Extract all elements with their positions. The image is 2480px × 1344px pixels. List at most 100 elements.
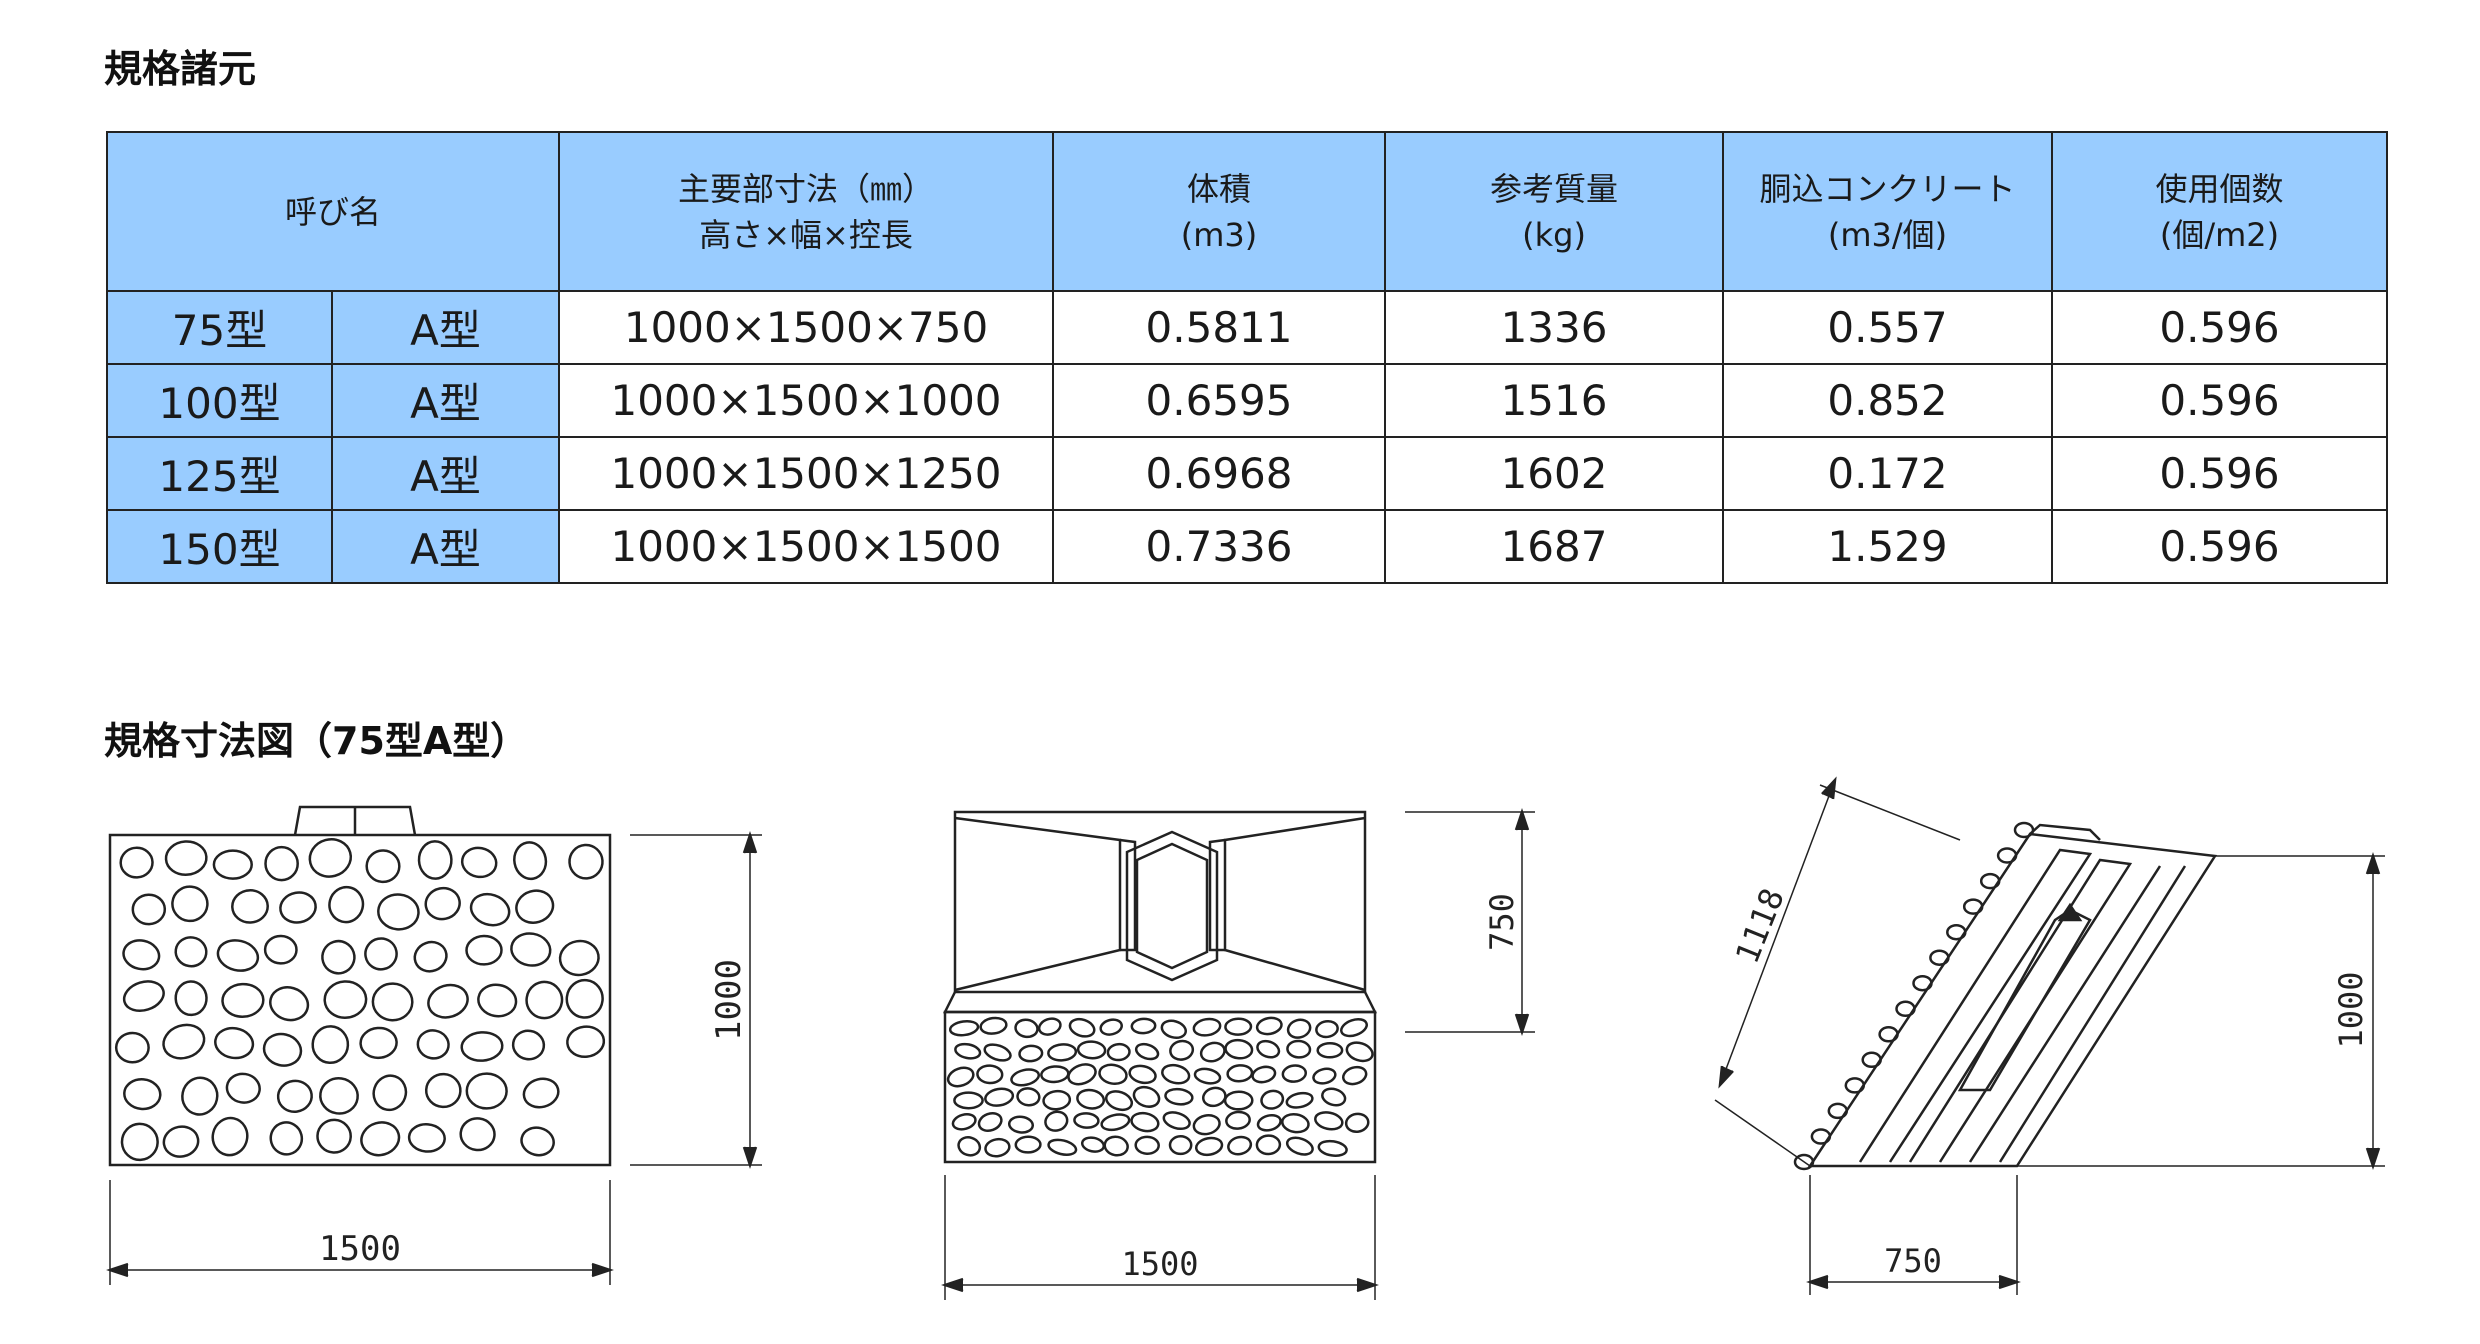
cell-dims: 1000×1500×1000	[558, 363, 1055, 438]
side-channel	[1957, 908, 2092, 1092]
stone-bump	[1827, 1102, 1849, 1120]
stone	[1345, 1041, 1374, 1063]
stone	[174, 980, 208, 1017]
stone-bump	[1912, 974, 1933, 992]
header-concrete: 胴込コンクリート (m3/個)	[1722, 131, 2054, 292]
spec-heading: 規格諸元	[104, 47, 257, 91]
stone	[231, 889, 269, 924]
stone	[262, 1032, 303, 1067]
stone	[1099, 1018, 1123, 1036]
stone	[1281, 1064, 1308, 1083]
cell-type: A型	[330, 436, 561, 511]
header-mass: 参考質量 (kg)	[1384, 131, 1725, 292]
top-stones	[946, 1016, 1374, 1158]
stone-bump	[2013, 821, 2035, 839]
stone	[1164, 1087, 1194, 1106]
stone	[1260, 1089, 1285, 1110]
cell-type: A型	[330, 290, 561, 365]
cell-concrete: 0.557	[1722, 290, 2054, 365]
stone	[1014, 1135, 1042, 1154]
stone	[1047, 1043, 1078, 1062]
cell-type: A型	[330, 363, 561, 438]
cell-size: 100型	[106, 363, 333, 438]
stone	[269, 1121, 304, 1156]
top-depth-label: 750	[1483, 893, 1521, 951]
cell-count: 0.596	[2051, 363, 2389, 438]
stone	[948, 1019, 980, 1037]
stone	[1286, 1018, 1312, 1039]
stone	[984, 1137, 1011, 1158]
stone	[1104, 1090, 1134, 1112]
stone	[1128, 1064, 1157, 1085]
stone	[460, 1031, 504, 1062]
side-height-label: 1000	[2332, 971, 2370, 1048]
stone	[1047, 1138, 1078, 1156]
stone-bump	[1895, 1000, 1916, 1018]
stone	[372, 1074, 408, 1112]
stone	[511, 1029, 546, 1061]
stone	[308, 837, 353, 878]
stone	[181, 1076, 219, 1116]
stone	[1192, 1114, 1221, 1136]
top-width-label: 1500	[1121, 1245, 1198, 1283]
stone-bump	[1878, 1026, 1899, 1043]
stone	[328, 885, 365, 924]
stone	[1227, 1135, 1253, 1156]
stone	[216, 939, 260, 972]
stone	[1255, 1134, 1282, 1156]
stone	[162, 1023, 206, 1060]
table-row: 125型 A型 1000×1500×1250 0.6968 1602 0.172…	[106, 436, 2389, 511]
stone	[1018, 1044, 1044, 1063]
cell-size: 125型	[106, 436, 333, 511]
side-view-drawing: 750 1000 1118	[1714, 776, 2385, 1295]
stone	[424, 1072, 462, 1109]
top-upper-panel	[953, 810, 1367, 994]
stone	[1321, 1087, 1347, 1107]
cell-volume: 0.6968	[1052, 436, 1387, 511]
spec-table: 呼び名 主要部寸法（㎜） 高さ×幅×控長 体積 (m3) 参考質量 (kg) 胴…	[105, 131, 2389, 584]
top-stone-panel	[943, 1010, 1377, 1164]
stone	[131, 893, 167, 926]
stone	[525, 980, 564, 1020]
cell-concrete: 1.529	[1722, 509, 2054, 584]
stone	[1106, 1042, 1131, 1062]
stone	[477, 983, 518, 1018]
cell-count: 0.596	[2051, 436, 2389, 511]
stone	[174, 936, 208, 968]
stone	[520, 1126, 555, 1157]
stone	[1134, 1135, 1160, 1155]
stone-bump	[1844, 1077, 1866, 1094]
stone	[1168, 1135, 1193, 1156]
stone	[359, 1026, 398, 1060]
stone	[214, 1026, 255, 1060]
stone	[1340, 1017, 1368, 1038]
stone	[459, 1117, 496, 1152]
stone	[211, 1116, 249, 1157]
table-row: 100型 A型 1000×1500×1000 0.6595 1516 0.852…	[106, 363, 2389, 438]
stone	[1007, 1115, 1035, 1134]
stone	[1169, 1039, 1195, 1061]
stone	[1040, 1065, 1070, 1084]
stone	[979, 1016, 1008, 1035]
stone	[1161, 1063, 1191, 1085]
stone	[1223, 1090, 1254, 1111]
stone	[413, 940, 448, 973]
cell-dims: 1000×1500×750	[558, 290, 1055, 365]
stone-bump	[1929, 949, 1950, 966]
stone	[566, 1025, 606, 1058]
cell-size: 75型	[106, 290, 333, 365]
stone	[1076, 1040, 1107, 1060]
cell-count: 0.596	[2051, 290, 2389, 365]
stone-bump	[1979, 872, 2001, 890]
stone	[465, 1072, 508, 1110]
stone	[977, 1112, 1003, 1132]
front-view-drawing: 1500 1000	[106, 805, 762, 1285]
cell-dims: 1000×1500×1250	[558, 436, 1055, 511]
stone	[1132, 1085, 1161, 1108]
stone	[212, 849, 253, 880]
stone	[1193, 1067, 1222, 1085]
stone	[225, 1072, 261, 1104]
cell-volume: 0.5811	[1052, 290, 1387, 365]
stone	[469, 892, 511, 927]
stone	[417, 840, 453, 880]
